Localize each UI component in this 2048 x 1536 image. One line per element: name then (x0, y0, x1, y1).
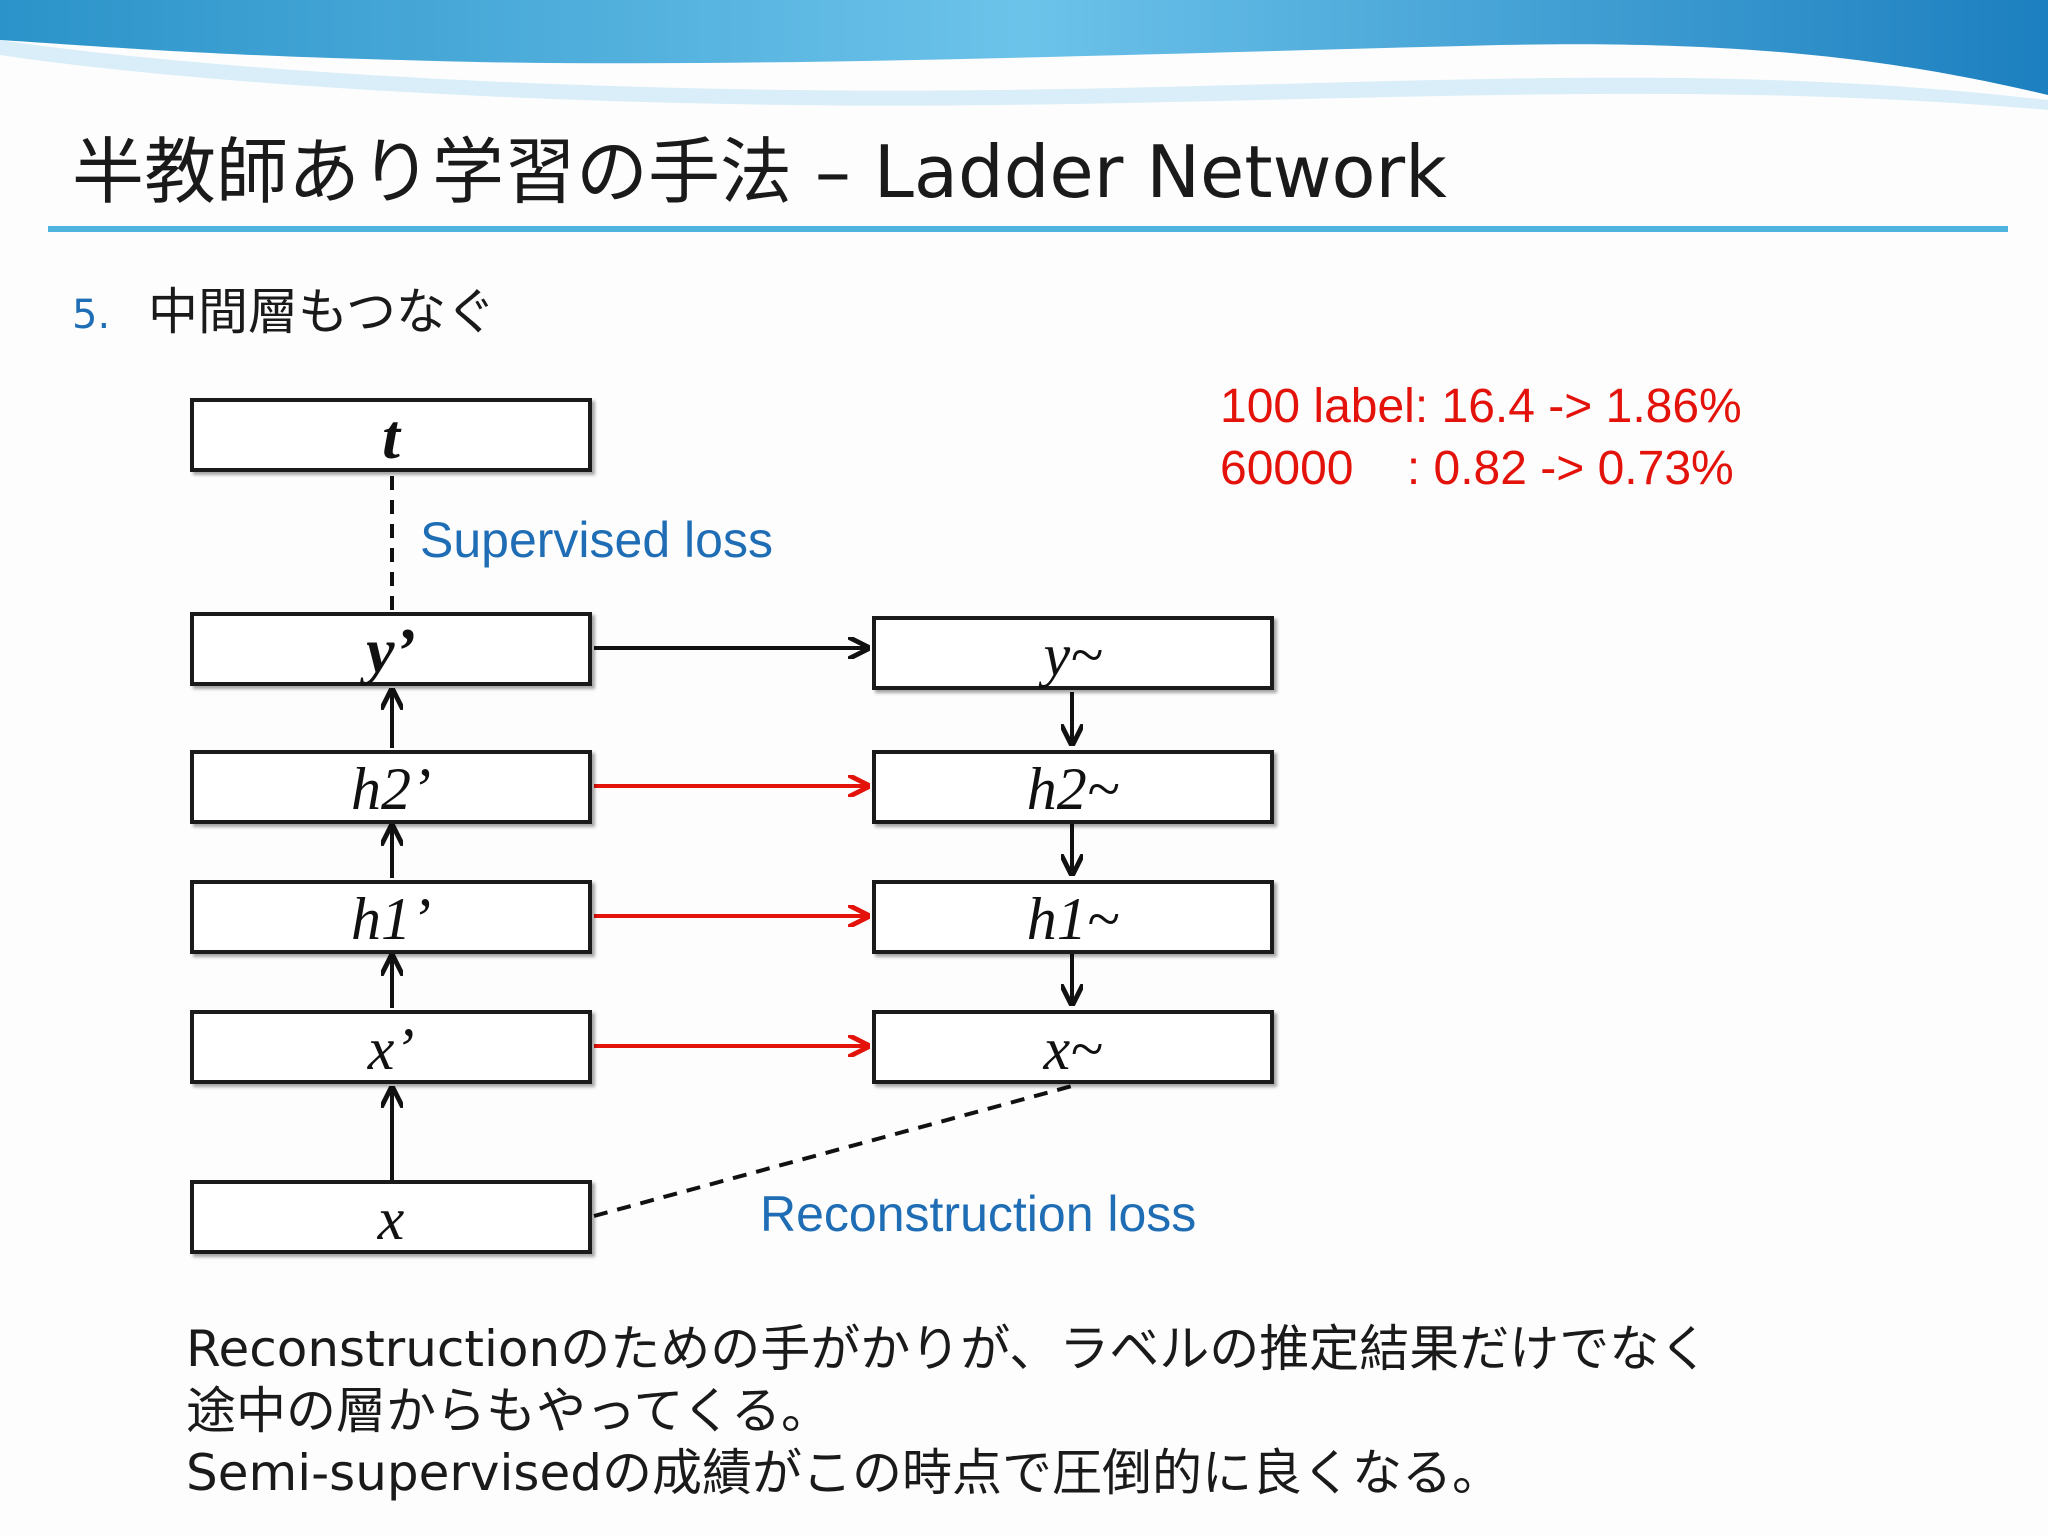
box-h2-prime: h2’ (190, 750, 592, 824)
box-label-y-tilde: y~ (1043, 622, 1103, 688)
box-label-h2-tilde: h2~ (1026, 756, 1120, 822)
box-h1-tilde: h1~ (872, 880, 1274, 954)
box-label-y-prime: y’ (366, 615, 416, 686)
stats-line-2: 60000 : 0.82 -> 0.73% (1220, 442, 1734, 495)
box-h1-prime: h1’ (190, 880, 592, 954)
box-label-h1-tilde: h1~ (1026, 886, 1120, 952)
footer-text: Reconstructionのための手がかりが、ラベルの推定結果だけでなく 途中… (186, 1318, 1709, 1504)
box-x-prime: x’ (190, 1010, 592, 1084)
box-x-tilde: x~ (872, 1010, 1274, 1084)
supervised-loss-label: Supervised loss (420, 512, 773, 568)
list-number: 5. (72, 292, 111, 338)
slide-title: 半教師あり学習の手法 – Ladder Network (72, 130, 1447, 214)
box-label-x: x (377, 1186, 405, 1252)
stats-block: 100 label: 16.4 -> 1.86% 60000 : 0.82 ->… (1220, 376, 1742, 500)
box-label-h2-prime: h2’ (351, 756, 431, 822)
box-y-tilde: y~ (872, 616, 1274, 690)
footer-line-3: Semi-supervisedの成績がこの時点で圧倒的に良くなる。 (186, 1444, 1502, 1502)
box-h2-tilde: h2~ (872, 750, 1274, 824)
box-label-h1-prime: h1’ (351, 886, 431, 952)
box-t: t (190, 398, 592, 472)
stats-line-1: 100 label: 16.4 -> 1.86% (1220, 380, 1742, 433)
list-item-text: 中間層もつなぐ (148, 283, 496, 341)
footer-line-2: 途中の層からもやってくる。 (186, 1382, 831, 1440)
header-wave-decoration (0, 0, 2048, 110)
box-label-x-tilde: x~ (1043, 1016, 1103, 1082)
box-label-t: t (382, 401, 400, 472)
reconstruction-loss-label: Reconstruction loss (760, 1186, 1197, 1242)
box-label-x-prime: x’ (367, 1016, 415, 1082)
footer-line-1: Reconstructionのための手がかりが、ラベルの推定結果だけでなく (186, 1320, 1710, 1378)
box-y-prime: y’ (190, 612, 592, 686)
title-rule (48, 226, 2008, 232)
box-x: x (190, 1180, 592, 1254)
